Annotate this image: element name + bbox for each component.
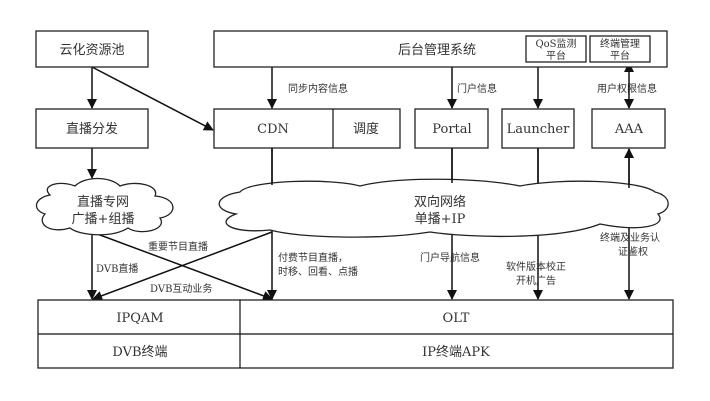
auth-label-1: 终端及业务认 — [600, 231, 660, 244]
launcher-label: Launcher — [507, 122, 570, 137]
arrow-pool-to-cdn — [91, 66, 214, 131]
qos-box — [525, 35, 587, 63]
ipqam-label: IPQAM — [116, 311, 163, 326]
auth-label-2: 证鉴权 — [618, 245, 648, 258]
backend-label: 后台管理系统 — [398, 43, 476, 58]
software-label-2: 开机广告 — [516, 274, 556, 287]
software-label-1: 软件版本校正 — [506, 260, 566, 273]
bidirectional-network-label-1: 双向网络 — [414, 194, 466, 210]
paid-label-2: 时移、回看、点播 — [278, 265, 358, 278]
live-network-cloud — [35, 177, 174, 236]
aaa-box — [591, 108, 666, 149]
qos-label-1: QoS监测 — [535, 37, 576, 50]
terminal-mgmt-label-1: 终端管理 — [600, 37, 640, 50]
important-live-label: 重要节目直播 — [148, 240, 208, 253]
portal-info-label: 门户信息 — [457, 82, 497, 95]
terminal-mgmt-box — [589, 35, 651, 63]
ip-terminal-label: IP终端APK — [422, 344, 490, 360]
terminal-mgmt-label-2: 平台 — [610, 49, 630, 62]
live-dist-box — [35, 108, 149, 149]
cdn-box — [213, 108, 401, 149]
paid-label-1: 付费节目直播， — [278, 251, 348, 264]
aaa-label: AAA — [614, 122, 644, 137]
live-network-label-1: 直播专网 — [77, 195, 129, 210]
schedule-label: 调度 — [353, 121, 379, 137]
live-dist-label: 直播分发 — [66, 121, 118, 137]
sync-label: 同步内容信息 — [288, 82, 348, 95]
cdn-label: CDN — [257, 122, 289, 137]
live-network-label-2: 广播+组播 — [72, 212, 135, 227]
arrow-dvb-interactive — [92, 231, 273, 301]
dvb-terminal-label: DVB终端 — [112, 344, 167, 360]
bidirectional-network-cloud — [218, 178, 669, 238]
launcher-box — [501, 108, 575, 149]
qos-label-2: 平台 — [546, 49, 566, 62]
cloud-pool-box — [35, 30, 149, 68]
user-rights-label: 用户权限信息 — [597, 82, 657, 95]
olt-label: OLT — [443, 311, 470, 326]
portal-label: Portal — [432, 122, 471, 137]
dvb-interactive-label: DVB互动业务 — [150, 282, 212, 295]
portal-nav-label: 门户导航信息 — [420, 251, 480, 264]
cloud-pool-label: 云化资源池 — [59, 43, 124, 58]
dvb-live-label: DVB直播 — [96, 262, 138, 275]
bidirectional-network-label-2: 单播+IP — [415, 212, 466, 227]
